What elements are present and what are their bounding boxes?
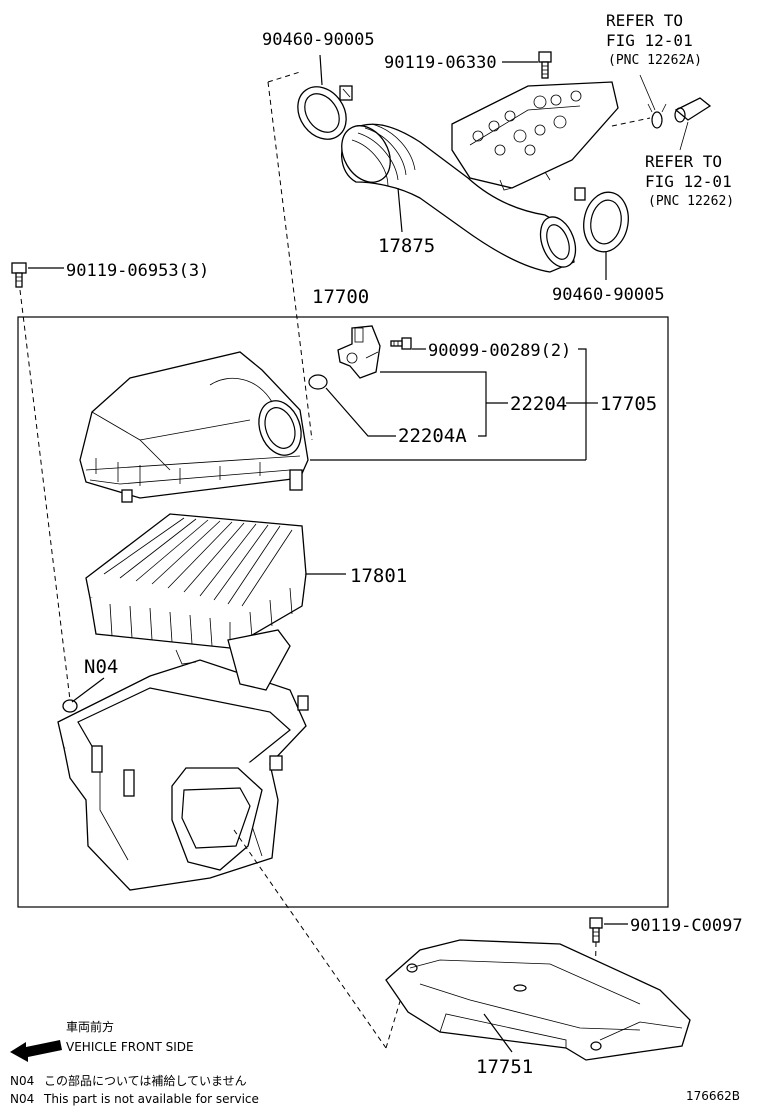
ref-clip-drawing [647, 97, 712, 129]
label-screw-sensor: 90099-00289(2) [428, 341, 571, 361]
figure-id: 176662B [686, 1089, 740, 1103]
cleaner-case-drawing [57, 629, 309, 891]
label-clamp-top: 90460-90005 [262, 30, 375, 50]
label-bolt-box: 90119-06953(3) [66, 261, 209, 281]
leader-sensor [380, 371, 487, 437]
label-bolt-inlet: 90119-06330 [384, 53, 497, 73]
dash-bolt-box [19, 289, 71, 701]
sensor-drawing [337, 325, 381, 379]
vehicle-front-arrow-icon [10, 1040, 62, 1062]
bolt-box-drawing [11, 262, 27, 288]
note-code-1: N04 [10, 1074, 34, 1088]
ref1-line1: REFER TO [606, 11, 683, 30]
label-duct: 17751 [476, 1056, 533, 1078]
label-sensor: 22204 [510, 393, 567, 415]
label-hose: 17875 [378, 235, 435, 257]
label-assembly: 17700 [312, 286, 369, 308]
ref1-line3: (PNC 12262A) [608, 53, 702, 68]
dash-hose-cap [267, 81, 313, 441]
leader-sub-bracket [578, 348, 587, 460]
ref2-line2: FIG 12-01 [645, 172, 732, 191]
note-text-jp: この部品については補給していません [44, 1073, 247, 1088]
ref2-line1: REFER TO [645, 152, 722, 171]
leader-oring [325, 387, 396, 437]
note-text-en: This part is not available for service [43, 1092, 259, 1106]
clamp-right-drawing [574, 187, 629, 253]
leader-duct [483, 1013, 513, 1053]
label-clamp-right: 90460-90005 [552, 285, 665, 305]
screw-sensor-drawing [390, 337, 412, 350]
leader-ref1 [639, 74, 656, 111]
grommet-n04 [62, 699, 78, 713]
label-n04: N04 [84, 656, 118, 678]
leader-hose [397, 187, 403, 233]
label-element: 17801 [350, 565, 407, 587]
assembly-frame [17, 316, 669, 908]
dash-case-duct [233, 829, 387, 1049]
ref1-line2: FIG 12-01 [606, 31, 693, 50]
leader-ref2 [679, 121, 689, 151]
front-label-jp: 車両前方 [66, 1019, 114, 1034]
ref2-line3: (PNC 12262) [648, 194, 734, 209]
label-cap-sub: 17705 [600, 393, 657, 415]
label-oring: 22204A [398, 425, 467, 447]
intake-hose-drawing [340, 123, 577, 273]
leader-clamp-top [319, 54, 323, 86]
air-element-drawing [85, 513, 307, 649]
note-code-2: N04 [10, 1092, 34, 1106]
bolt-inlet-drawing [538, 51, 552, 79]
clamp-top-drawing [297, 85, 353, 140]
front-label-en: VEHICLE FRONT SIDE [66, 1040, 194, 1054]
inlet-bracket-drawing [451, 81, 619, 191]
bolt-duct-drawing [589, 917, 603, 943]
cleaner-cap-drawing [79, 351, 309, 503]
leader-n04 [71, 677, 105, 703]
oring-drawing [308, 374, 328, 390]
dash-ref [611, 117, 651, 127]
label-bolt-duct: 90119-C0097 [630, 916, 743, 936]
duct-drawing [385, 939, 691, 1061]
